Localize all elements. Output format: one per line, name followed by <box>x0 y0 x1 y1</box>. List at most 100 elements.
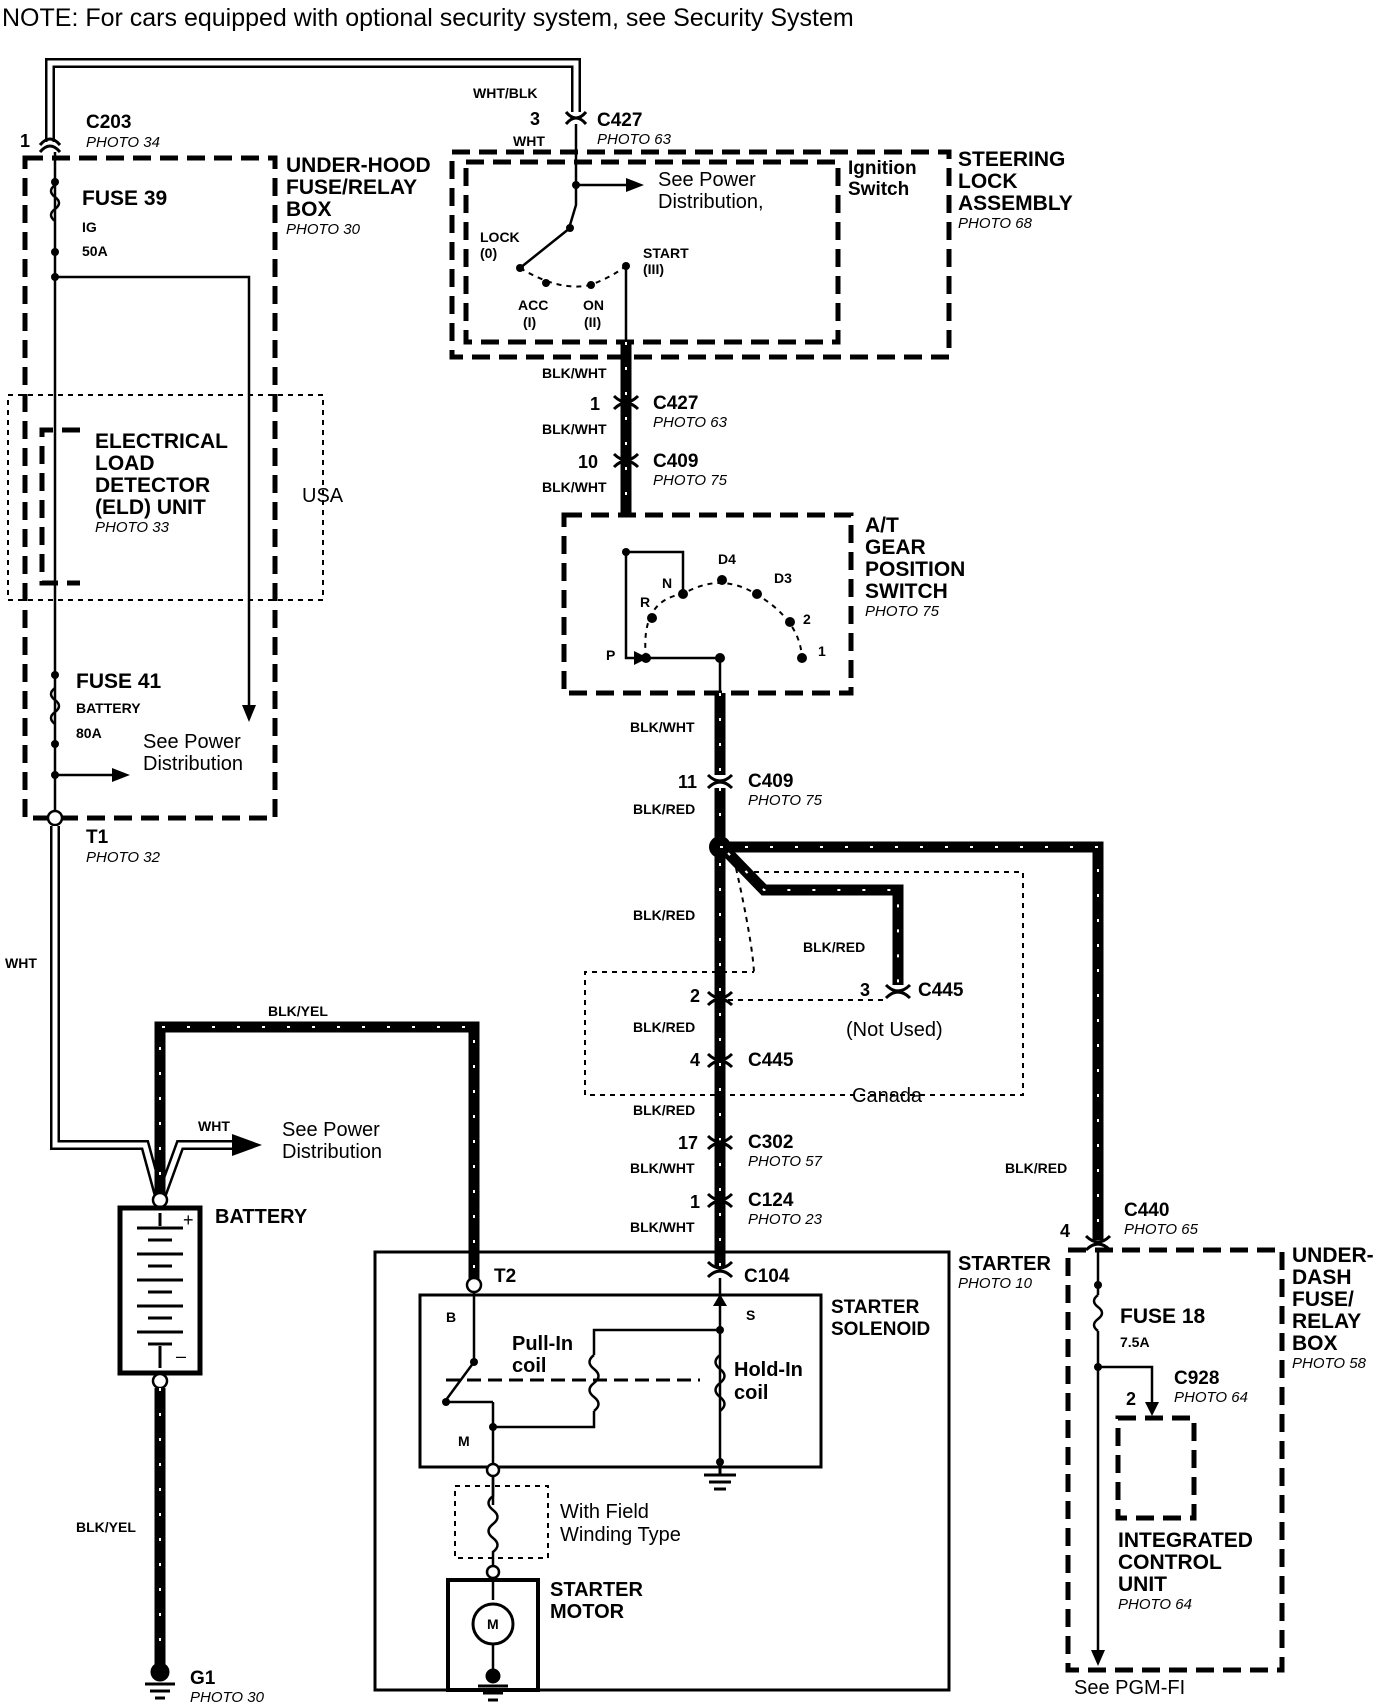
underhood-title-1: UNDER-HOOD <box>286 154 431 177</box>
battery-see-power-2: Distribution <box>282 1141 382 1163</box>
note-text: NOTE: For cars equipped with optional se… <box>2 4 854 32</box>
fuse39-rating: 50A <box>82 243 108 259</box>
c427-top-pin: 3 <box>530 109 540 129</box>
steering-see-power-2: Distribution, <box>658 191 764 213</box>
pull-in-bottom-line <box>493 1411 596 1429</box>
steering-photo: PHOTO 68 <box>958 215 1033 232</box>
wire-label-blk-wht-6: BLK/WHT <box>630 1219 695 1235</box>
battery-plus-sign: + <box>183 1210 194 1230</box>
solenoid-ground-icon <box>704 1462 736 1491</box>
blk-red-to-c445-wire <box>724 849 904 985</box>
c203-id: C203 <box>86 112 131 133</box>
pos-start-2: (III) <box>643 261 664 277</box>
pull-in-label-1: Pull-In <box>512 1333 573 1355</box>
pgm-fi-arrow <box>1091 1650 1105 1666</box>
c409-bottom-pin: 11 <box>678 772 697 792</box>
gear-pos-p: P <box>606 647 615 663</box>
wire-label-wht-c427: WHT <box>513 133 545 149</box>
steering-title-2: LOCK <box>958 170 1018 193</box>
field-winding-coil <box>487 1476 499 1566</box>
eld-title-2: LOAD <box>95 452 155 475</box>
blk-red-to-c440-wire <box>720 841 1104 1240</box>
underhood-box <box>22 155 278 821</box>
c302-pin: 17 <box>678 1133 698 1153</box>
pull-in-top-line <box>592 1328 720 1355</box>
fuse18-rating: 7.5A <box>1120 1334 1150 1350</box>
underdash-photo: PHOTO 58 <box>1292 1355 1367 1372</box>
wht-top-loop-wire <box>45 58 581 142</box>
c427-top-connector <box>564 110 588 126</box>
fuse41-name: FUSE 41 <box>76 670 162 693</box>
wire-label-blk-yel-ground: BLK/YEL <box>76 1519 136 1535</box>
c445-pin2-connector <box>706 990 734 1007</box>
gear-title-2: GEAR <box>865 536 926 559</box>
fuse41-circuit: BATTERY <box>76 700 141 716</box>
pull-in-label-2: coil <box>512 1355 546 1377</box>
starter-motor-label-1: STARTER <box>550 1579 644 1601</box>
battery-see-power-1: See Power <box>282 1119 380 1141</box>
c124-id: C124 <box>748 1190 794 1211</box>
fuse18-name: FUSE 18 <box>1120 1305 1206 1328</box>
gear-p-line <box>624 552 720 660</box>
c104-id: C104 <box>744 1266 790 1287</box>
steering-title-1: STEERING <box>958 148 1065 171</box>
battery-negative-terminal <box>151 1372 169 1390</box>
wire-label-blk-wht-4: BLK/WHT <box>630 719 695 735</box>
gear-title-1: A/T <box>865 514 899 537</box>
wire-label-blk-red-5: BLK/RED <box>633 1102 695 1118</box>
c409-bottom-id: C409 <box>748 771 793 792</box>
c928-photo: PHOTO 64 <box>1174 1389 1248 1406</box>
underdash-title-2: DASH <box>1292 1266 1352 1289</box>
wire-label-blk-red-2: BLK/RED <box>633 907 695 923</box>
wire-label-blk-yel-top: BLK/YEL <box>268 1003 328 1019</box>
pos-acc-1: ACC <box>518 297 548 313</box>
fuse39-name: FUSE 39 <box>82 187 167 210</box>
c445-pin4-connector <box>706 1052 734 1069</box>
c445-not-used: (Not Used) <box>846 1019 943 1041</box>
c445-pin3: 3 <box>860 980 870 1000</box>
gear-title-4: SWITCH <box>865 580 948 603</box>
c427-bottom-connector <box>612 394 640 411</box>
motor-ground-icon <box>478 1668 508 1702</box>
hold-in-label-2: coil <box>734 1382 768 1404</box>
pull-in-coil-symbol <box>588 1354 600 1412</box>
icu-title-3: UNIT <box>1118 1573 1167 1596</box>
t1-id: T1 <box>86 827 109 848</box>
c445-pin2: 2 <box>690 986 700 1006</box>
ignition-switch-label-1: Ignition <box>848 158 917 179</box>
terminal-m: M <box>458 1433 470 1449</box>
underdash-title-3: FUSE/ <box>1292 1288 1354 1311</box>
t2-terminal <box>465 1276 483 1294</box>
pos-lock-1: LOCK <box>480 229 520 245</box>
pos-acc-2: (I) <box>523 314 536 330</box>
pos-on-2: (II) <box>584 314 601 330</box>
gear-position-switch-box <box>561 512 854 696</box>
gear-position-arc <box>644 582 803 659</box>
eld-title-3: DETECTOR <box>95 474 210 497</box>
battery-minus-sign: – <box>176 1346 186 1366</box>
t2-id: T2 <box>494 1266 516 1287</box>
c203-connector <box>38 137 62 154</box>
fuse41-symbol <box>49 687 61 725</box>
see-pgm-fi: See PGM-FI <box>1074 1677 1185 1699</box>
c203-photo: PHOTO 34 <box>86 134 160 151</box>
icu-title-1: INTEGRATED <box>1118 1529 1253 1552</box>
canada-label: Canada <box>852 1085 923 1107</box>
starter-solenoid-box <box>418 1293 823 1469</box>
underdash-title-4: RELAY <box>1292 1310 1361 1333</box>
battery-cells <box>137 1213 183 1368</box>
g1-photo: PHOTO 30 <box>190 1689 265 1704</box>
gear-pos-2: 2 <box>803 611 811 627</box>
ignition-switch-box <box>463 159 841 345</box>
ignition-common-line <box>568 185 578 226</box>
wire-label-blk-wht-3: BLK/WHT <box>542 479 607 495</box>
underdash-title-1: UNDER- <box>1292 1244 1374 1267</box>
underdash-title-5: BOX <box>1292 1332 1338 1355</box>
wire-label-wht-left: WHT <box>5 955 37 971</box>
c203-pin: 1 <box>20 131 30 151</box>
gear-pos-r: R <box>640 594 650 610</box>
hold-in-coil-symbol <box>714 1354 726 1412</box>
c302-photo: PHOTO 57 <box>748 1153 823 1170</box>
field-winding-top-terminal <box>485 1462 501 1478</box>
